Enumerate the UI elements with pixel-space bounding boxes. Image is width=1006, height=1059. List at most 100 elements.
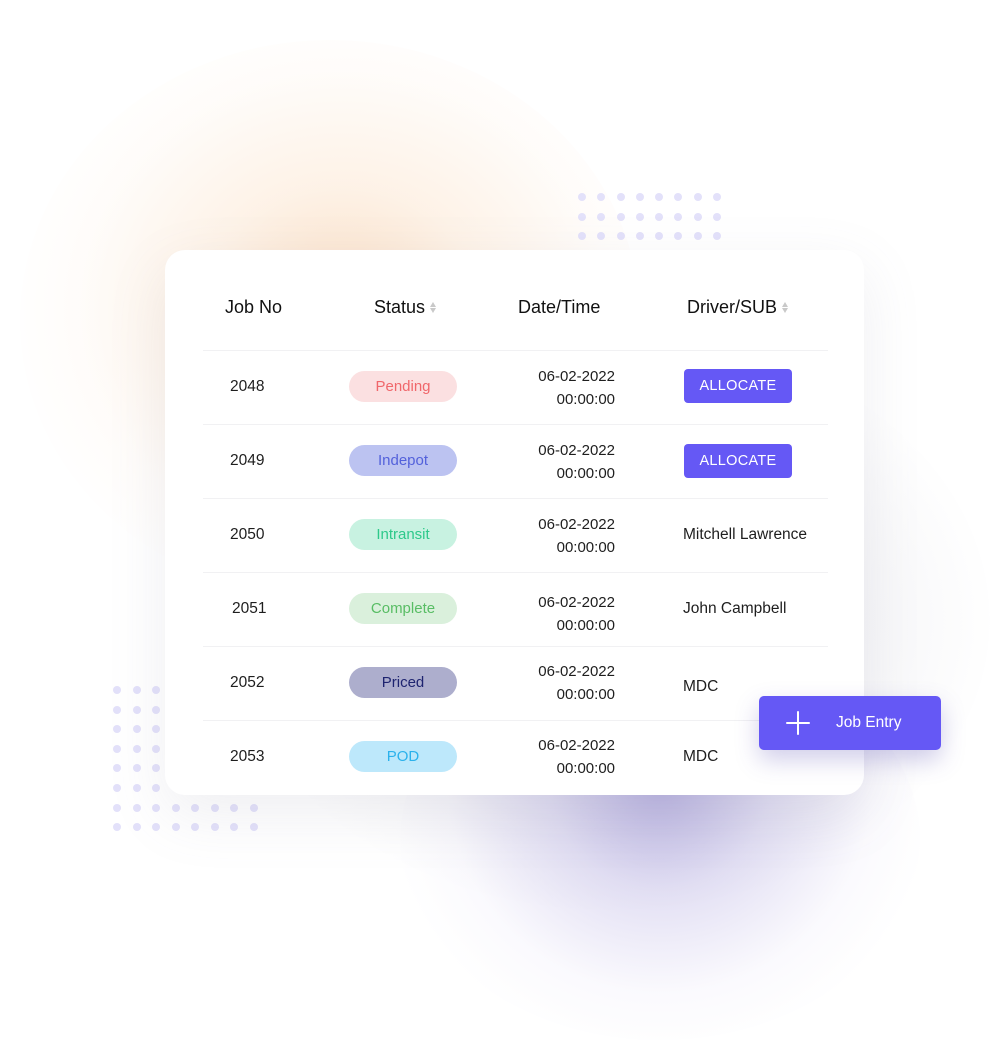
dot (132, 823, 141, 832)
column-header-driver-sub[interactable]: Driver/SUB (687, 290, 789, 324)
job-number: 2052 (230, 674, 265, 691)
sort-icon[interactable] (430, 301, 437, 313)
dot (597, 212, 606, 221)
dot (113, 705, 121, 714)
dot (674, 232, 683, 240)
allocate-button[interactable]: ALLOCATE (684, 369, 792, 403)
dot (616, 193, 625, 201)
date: 06-02-2022 (538, 737, 615, 754)
dot (249, 823, 258, 832)
table-row[interactable]: 2052 Priced 06-02-2022 00:00:00 MDC (203, 646, 828, 720)
dot (713, 193, 722, 201)
table-row[interactable]: 2049 Indepot 06-02-2022 00:00:00 ALLOCAT… (203, 424, 828, 498)
dot (113, 803, 121, 812)
dot (152, 823, 160, 832)
status-badge: Indepot (349, 445, 457, 476)
time: 00:00:00 (556, 391, 615, 408)
dot (132, 803, 141, 812)
dot (152, 764, 160, 773)
dot (578, 193, 586, 201)
dot (132, 764, 141, 773)
job-number: 2053 (230, 748, 265, 765)
job-entry-label: Job Entry (836, 714, 902, 731)
table-header: Job No Status Date/Time Driver/SUB (203, 290, 828, 350)
time: 00:00:00 (556, 686, 615, 703)
date-time: 06-02-2022 00:00:00 (503, 734, 615, 780)
status-badge: Pending (349, 371, 457, 402)
dot (113, 686, 121, 694)
table-row[interactable]: 2050 Intransit 06-02-2022 00:00:00 Mitch… (203, 498, 828, 572)
dot (674, 193, 683, 201)
dot (693, 212, 702, 221)
dot (171, 803, 180, 812)
column-header-date-time: Date/Time (518, 297, 601, 317)
allocate-button[interactable]: ALLOCATE (684, 444, 792, 478)
dot (113, 744, 121, 753)
plus-icon (786, 711, 810, 735)
dot (132, 705, 141, 714)
column-header-status[interactable]: Status (374, 290, 437, 324)
date-time: 06-02-2022 00:00:00 (503, 513, 615, 559)
dot (597, 193, 606, 201)
dot (674, 212, 683, 221)
dot (655, 212, 664, 221)
table-row[interactable]: 2051 Complete 06-02-2022 00:00:00 John C… (203, 572, 828, 646)
status-badge: POD (349, 741, 457, 772)
dot (635, 232, 644, 240)
dot (230, 823, 238, 832)
dot (113, 764, 121, 773)
job-number: 2049 (230, 452, 265, 469)
date: 06-02-2022 (538, 368, 615, 385)
job-number: 2048 (230, 378, 265, 395)
dot (171, 823, 180, 832)
dot (578, 212, 586, 221)
date: 06-02-2022 (538, 442, 615, 459)
dot (152, 686, 160, 694)
dot (210, 803, 219, 812)
dot (249, 803, 258, 812)
date-time: 06-02-2022 00:00:00 (503, 365, 615, 411)
status-badge: Priced (349, 667, 457, 698)
dot (210, 823, 219, 832)
table-row[interactable]: 2053 POD 06-02-2022 00:00:00 MDC (203, 720, 828, 794)
driver-name: MDC (683, 678, 719, 695)
job-entry-button[interactable]: Job Entry (759, 696, 941, 750)
dot (132, 744, 141, 753)
time: 00:00:00 (556, 760, 615, 777)
dot (152, 725, 160, 734)
job-number: 2050 (230, 526, 265, 543)
dot (616, 232, 625, 240)
dot (578, 232, 586, 240)
dot (132, 783, 141, 792)
dot (635, 212, 644, 221)
table-body: 2048 Pending 06-02-2022 00:00:00 ALLOCAT… (203, 350, 828, 794)
dot (713, 232, 722, 240)
date: 06-02-2022 (538, 516, 615, 533)
column-header-job-no: Job No (225, 297, 283, 317)
time: 00:00:00 (556, 617, 615, 634)
table-row[interactable]: 2048 Pending 06-02-2022 00:00:00 ALLOCAT… (203, 350, 828, 424)
dot (230, 803, 238, 812)
dot (191, 823, 199, 832)
driver-name: Mitchell Lawrence (683, 526, 808, 543)
dot (713, 212, 722, 221)
dot (597, 232, 606, 240)
jobs-table-card: Job No Status Date/Time Driver/SUB 2048 … (165, 250, 864, 795)
date-time: 06-02-2022 00:00:00 (503, 660, 615, 706)
dot (113, 725, 121, 734)
status-badge: Intransit (349, 519, 457, 550)
dot (132, 725, 141, 734)
decorative-dot-grid-top (578, 193, 722, 240)
dot (616, 212, 625, 221)
date: 06-02-2022 (538, 663, 615, 680)
date-time: 06-02-2022 00:00:00 (503, 439, 615, 485)
dot (152, 744, 160, 753)
job-number: 2051 (232, 600, 267, 617)
sort-icon[interactable] (782, 301, 789, 313)
dot (152, 705, 160, 714)
driver-name: John Campbell (683, 600, 787, 617)
dot (693, 232, 702, 240)
dot (191, 803, 199, 812)
driver-name: MDC (683, 748, 719, 765)
date: 06-02-2022 (538, 594, 615, 611)
